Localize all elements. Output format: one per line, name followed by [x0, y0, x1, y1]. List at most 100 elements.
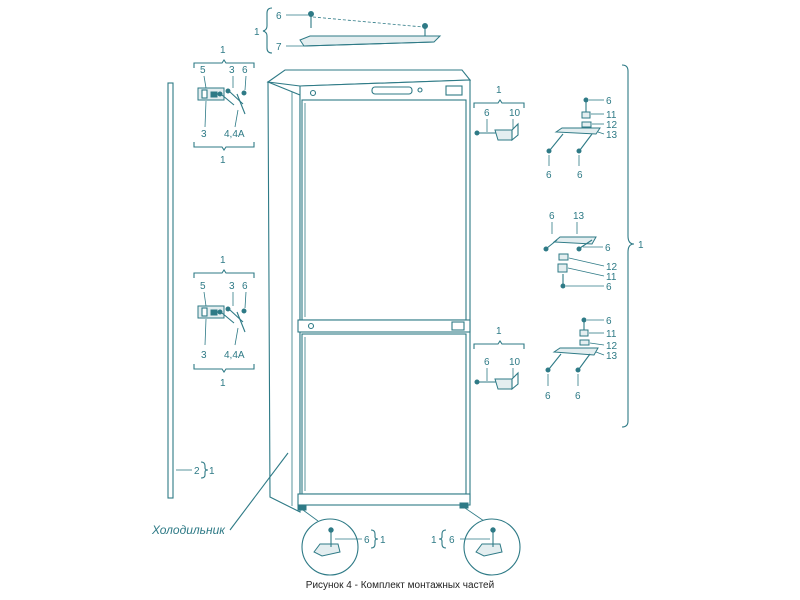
mount-clip [581, 111, 591, 119]
hinge-screw [236, 90, 247, 115]
middle-set-label-6b: 6 [605, 243, 611, 254]
hinge-upper-label-4-4a: 4,4A [224, 129, 245, 140]
bracket-lower-label-10: 10 [509, 357, 521, 368]
bracket-upper-group-label: 1 [496, 85, 502, 96]
mount-spacer [579, 339, 590, 346]
mount-spacer [558, 253, 569, 261]
top-set-label-6-left: 6 [546, 170, 552, 181]
foot-screw [328, 527, 334, 547]
bottom-set-label-6: 6 [606, 316, 612, 327]
foot-screw [490, 527, 496, 547]
side-strip-group-label: 1 [209, 466, 215, 477]
bottom-set-label-6-left: 6 [545, 391, 551, 402]
figure-caption: Рисунок 4 - Комплект монтажных частей [305, 580, 495, 591]
bracket-group-upper: 1 6 10 [473, 85, 525, 142]
mount-screw [543, 239, 558, 252]
mount-clip [579, 329, 589, 337]
hinge-lower-label-5: 5 [200, 281, 206, 292]
top-set-label-11: 11 [606, 110, 617, 121]
top-strip-group-label: 1 [254, 27, 260, 38]
hinge-screw [217, 309, 235, 324]
mount-screw [546, 133, 564, 154]
hinge-lower-label-3: 3 [229, 281, 235, 292]
foot-detail-left: 6 1 [301, 509, 386, 576]
top-set-label-12: 12 [606, 120, 618, 131]
foot-left-screw-label: 6 [364, 535, 370, 546]
bracket-group-lower: 1 6 10 [473, 326, 525, 391]
hinge-group-lower: 1 5 3 6 3 4,4A 1 [193, 255, 255, 389]
top-strip-label: 7 [276, 42, 282, 53]
bottom-set-label-6-right: 6 [575, 391, 581, 402]
top-strip [299, 35, 442, 47]
foot-left-group-label: 1 [380, 535, 386, 546]
mount-screw [576, 133, 593, 154]
mount-screw [560, 274, 566, 289]
mount-spacer [581, 121, 592, 128]
hinge-upper-label-6: 6 [242, 65, 248, 76]
mount-screw [575, 353, 591, 373]
mount-screw [581, 317, 587, 330]
bracket-upper-label-10: 10 [509, 108, 521, 119]
bottom-set-label-12: 12 [606, 341, 618, 352]
foot-detail-right: 6 1 [431, 507, 521, 576]
bottom-set-label-11: 11 [606, 329, 617, 340]
side-strip-part-label: 2 [194, 466, 200, 477]
hinge-lower-group-label-bottom: 1 [220, 378, 226, 389]
hinge-upper-label-5: 5 [200, 65, 206, 76]
bracket-upper-label-6: 6 [484, 108, 490, 119]
bracket-lower-label-6: 6 [484, 357, 490, 368]
bracket-screw [474, 130, 496, 136]
middle-set-label-6c: 6 [606, 282, 612, 293]
hinge-upper-label-3b: 3 [201, 129, 207, 140]
hinge-screw [217, 91, 235, 106]
right-assembly-brace: 1 [621, 64, 644, 428]
middle-set-label-6: 6 [549, 211, 555, 222]
top-strip-screw-label: 6 [276, 11, 282, 22]
hinge-screw [236, 308, 247, 333]
top-set-label-13: 13 [606, 130, 618, 141]
door-mount-set-top: 6 11 12 13 6 6 [546, 96, 618, 181]
top-strip-screw [422, 23, 428, 40]
mount-clip [557, 263, 568, 273]
lower-door [301, 333, 467, 495]
middle-set-label-11: 11 [606, 272, 617, 283]
hinge-lower-group-label: 1 [220, 255, 226, 266]
fridge-label: Холодильник [151, 523, 226, 537]
middle-set-label-13: 13 [573, 211, 585, 222]
top-strip-screw [308, 11, 314, 28]
mount-screw [583, 97, 589, 112]
mount-rail [552, 236, 597, 245]
hinge-upper-group-label-bottom: 1 [220, 155, 226, 166]
bracket-lower-group-label: 1 [496, 326, 502, 337]
hinge-lower-label-6: 6 [242, 281, 248, 292]
hinge-screw [225, 306, 244, 323]
top-set-label-6-right: 6 [577, 170, 583, 181]
upper-door [301, 99, 467, 321]
hinge-lower-label-3b: 3 [201, 350, 207, 361]
refrigerator: Холодильник [151, 69, 472, 537]
mount-rail [552, 347, 599, 356]
mount-rail [554, 127, 601, 135]
hinge-screw [225, 88, 244, 105]
foot-right-group-label: 1 [431, 535, 437, 546]
angle-bracket [494, 378, 513, 390]
middle-set-label-12: 12 [606, 262, 618, 273]
right-assembly-group-label: 1 [638, 240, 644, 251]
door-mount-set-bottom: 6 11 12 13 6 6 [545, 316, 618, 402]
top-set-label-6: 6 [606, 96, 612, 107]
hinge-lower-label-4-4a: 4,4A [224, 350, 245, 361]
bracket-screw [474, 379, 496, 385]
top-strip-assembly: 1 6 7 [254, 7, 442, 54]
hinge-upper-group-label: 1 [220, 45, 226, 56]
angle-bracket [494, 129, 513, 141]
side-strip: 2 1 [167, 82, 215, 499]
foot-right-screw-label: 6 [449, 535, 455, 546]
mount-screw [576, 239, 593, 252]
hinge-group-upper: 1 5 3 6 3 4,4A 1 [193, 45, 255, 166]
door-mount-set-middle: 6 13 6 12 11 6 [543, 211, 618, 293]
door-handle-top [371, 86, 413, 95]
refrigerator-side-panel [267, 81, 301, 513]
hinge-upper-label-3: 3 [229, 65, 235, 76]
bottom-set-label-13: 13 [606, 351, 618, 362]
